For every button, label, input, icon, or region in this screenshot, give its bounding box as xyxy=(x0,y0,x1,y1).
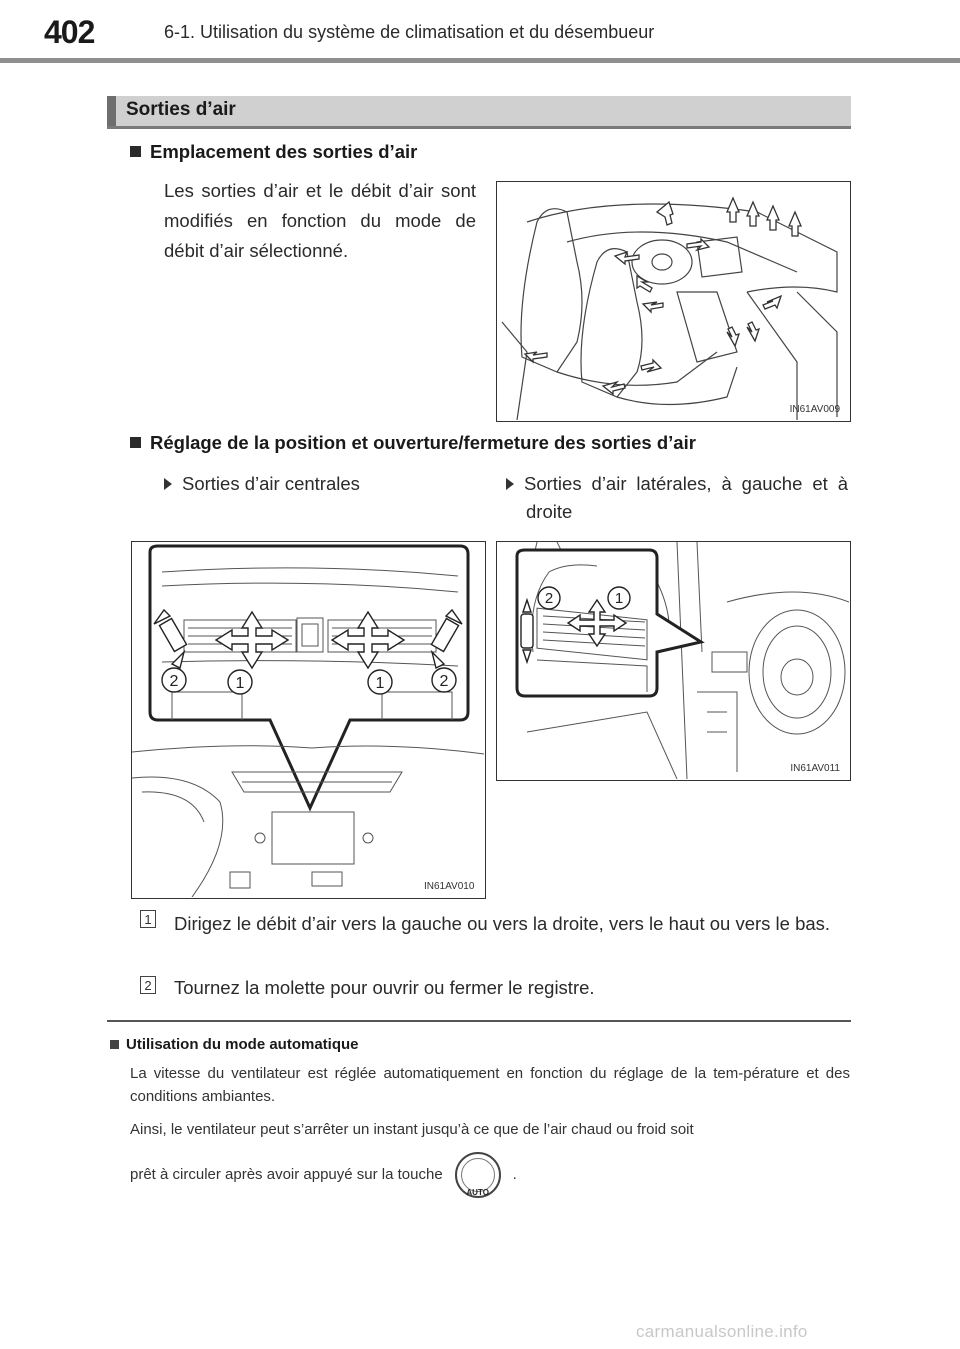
triangle-bullet-icon xyxy=(506,478,514,490)
center-outlets-illustration: 2 1 1 2 xyxy=(132,544,484,897)
square-bullet-icon xyxy=(130,146,141,157)
auto-button-icon: AUTO xyxy=(454,1152,501,1199)
callout-2-left: 2 xyxy=(170,673,179,690)
section-divider xyxy=(107,1020,851,1022)
running-header: 6-1. Utilisation du système de climatisa… xyxy=(164,22,655,42)
figure-code: IN61AV009 xyxy=(789,404,840,415)
adjust-heading: Réglage de la position et ouverture/ferm… xyxy=(130,432,696,454)
header-rule xyxy=(0,58,960,63)
step-1-text: Dirigez le débit d’air vers la gauche ou… xyxy=(174,913,831,934)
section-title-bar: Sorties d’air xyxy=(107,96,851,129)
note-heading-text: Utilisation du mode automatique xyxy=(126,1036,359,1053)
step-2: 2 Tournez la molette pour ouvrir ou ferm… xyxy=(140,972,851,1003)
note-heading: Utilisation du mode automatique xyxy=(110,1036,359,1053)
figure-code: IN61AV011 xyxy=(790,763,840,774)
note-line-2-text: prêt à circuler après avoir appuyé sur l… xyxy=(130,1166,443,1183)
triangle-bullet-icon xyxy=(164,478,172,490)
square-bullet-icon xyxy=(130,437,141,448)
adjust-heading-text: Réglage de la position et ouverture/ferm… xyxy=(150,432,696,453)
figure-airflow-outlets: IN61AV009 xyxy=(496,181,851,422)
section-bar-accent xyxy=(107,96,116,126)
center-outlets-label: Sorties d’air centrales xyxy=(164,470,360,498)
side-outlets-label: Sorties d’air latérales, à gauche et à d… xyxy=(506,470,848,526)
section-title: Sorties d’air xyxy=(126,99,236,120)
callout-1-left: 1 xyxy=(236,675,245,692)
note-paragraph-2-line-1: Ainsi, le ventilateur peut s’arrêter un … xyxy=(130,1121,694,1138)
callout-2-right: 2 xyxy=(440,673,449,690)
center-outlets-text: Sorties d’air centrales xyxy=(182,473,360,494)
location-text: Les sorties d’air et le débit d’air sont… xyxy=(164,180,476,261)
figure-center-outlets: 2 1 1 2 IN61AV010 xyxy=(131,541,486,899)
side-outlets-text: Sorties d’air latérales, à gauche et à d… xyxy=(524,473,848,522)
callout-1-side: 1 xyxy=(615,590,623,607)
step-1: 1 Dirigez le débit d’air vers la gauche … xyxy=(140,908,851,939)
step-number-box: 1 xyxy=(140,910,156,928)
callout-1-right: 1 xyxy=(376,675,385,692)
side-outlets-illustration: 2 1 xyxy=(515,542,849,779)
auto-button-label: AUTO xyxy=(466,1188,489,1198)
figure-code: IN61AV010 xyxy=(424,881,475,892)
location-heading-text: Emplacement des sorties d’air xyxy=(150,141,418,162)
page-number: 402 xyxy=(44,14,95,50)
note-paragraph-2-line-2: prêt à circuler après avoir appuyé sur l… xyxy=(130,1152,850,1199)
step-2-text: Tournez la molette pour ouvrir ou fermer… xyxy=(174,977,595,998)
square-bullet-icon xyxy=(110,1040,119,1049)
location-heading: Emplacement des sorties d’air xyxy=(130,141,417,163)
note-paragraph-1: La vitesse du ventilateur est réglée aut… xyxy=(130,1065,850,1105)
callout-2-side: 2 xyxy=(545,590,553,607)
car-interior-illustration xyxy=(501,196,838,420)
step-number-box: 2 xyxy=(140,976,156,994)
note-line-2-end: . xyxy=(512,1166,517,1183)
figure-side-outlets: 2 1 IN61AV011 xyxy=(496,541,851,781)
watermark: carmanualsonline.info xyxy=(636,1322,808,1341)
